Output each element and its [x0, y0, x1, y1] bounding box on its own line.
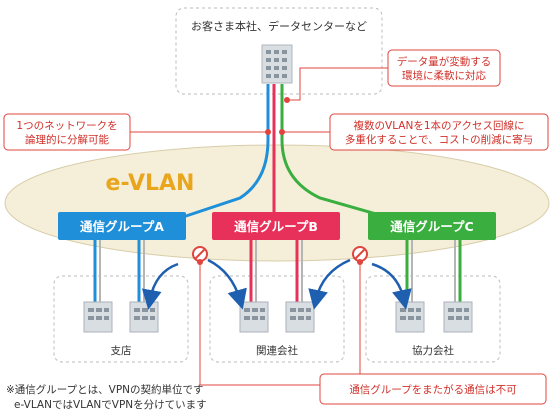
callout-flex: データ量が変動する 環境に柔軟に対応: [387, 49, 501, 87]
callout-flex-line2: 環境に柔軟に対応: [402, 69, 486, 82]
callout-logical-line1: 1つのネットワークを: [16, 120, 117, 132]
evlan-label: e-VLAN: [106, 171, 195, 196]
group-b-label: 通信グループB: [234, 219, 318, 234]
site-partner-box: [365, 275, 501, 363]
blocked-arrow-left-to-a: [141, 262, 179, 310]
building-icon: [239, 301, 269, 333]
callout-logical-line2: 論理的に分解可能: [25, 133, 109, 146]
links-group-b: [249, 240, 303, 302]
no-entry-icon: [192, 246, 208, 262]
building-icon: [83, 301, 113, 333]
site-affiliate-box: [209, 275, 345, 363]
site-label-partner: 協力会社: [412, 344, 454, 357]
blocked-arrow-right-to-c: [371, 262, 412, 310]
blocked-arrow-right-to-b: [308, 258, 351, 310]
callout-multiplex-line2: 多重化することで、コストの削減に寄与: [345, 133, 533, 146]
blocked-arrow-left-to-b: [207, 258, 247, 310]
line-group-c: [280, 84, 391, 220]
building-icon: [285, 301, 315, 333]
group-a-box: 通信グループA: [58, 212, 186, 240]
callout-cross: 通信グループをまたがる通信は不可: [319, 373, 547, 405]
building-icon: [395, 301, 425, 333]
callout-multiplex: 複数のVLANを1本のアクセス回線に 多重化することで、コストの削減に寄与: [329, 113, 549, 151]
cross-dot: [357, 259, 363, 265]
site-label-branch: 支店: [111, 344, 132, 357]
cross-leader-left: [199, 262, 320, 386]
site-label-affiliate: 関連会社: [256, 344, 298, 357]
group-c-label: 通信グループC: [390, 219, 473, 234]
building-icon: [129, 301, 159, 333]
callout-cross-text: 通信グループをまたがる通信は不可: [349, 383, 516, 396]
line-group-a: [179, 84, 270, 220]
cross-dot: [197, 259, 203, 265]
note-line2: e-VLANではVLANでVPNを分けています: [14, 399, 207, 411]
building-icon: [443, 301, 473, 333]
note-line1: ※通信グループとは、VPNの契約単位です: [6, 383, 204, 396]
group-a-label: 通信グループA: [80, 219, 164, 234]
hq-box: [175, 7, 383, 95]
callout-multiplex-line1: 複数のVLANを1本のアクセス回線に: [354, 119, 525, 132]
group-b-box: 通信グループB: [212, 212, 340, 240]
callout-logical: 1つのネットワークを 論理的に分解可能: [3, 113, 131, 151]
no-entry-icon: [352, 246, 368, 262]
hq-label: お客さま本社、データセンターなど: [191, 19, 367, 33]
evlan-ellipse: [4, 144, 550, 262]
group-c-box: 通信グループC: [368, 212, 496, 240]
callout-flex-line1: データ量が変動する: [397, 55, 492, 68]
site-branch-box: [53, 275, 189, 363]
hq-building-icon: [261, 44, 293, 84]
flex-leader: [287, 67, 388, 101]
